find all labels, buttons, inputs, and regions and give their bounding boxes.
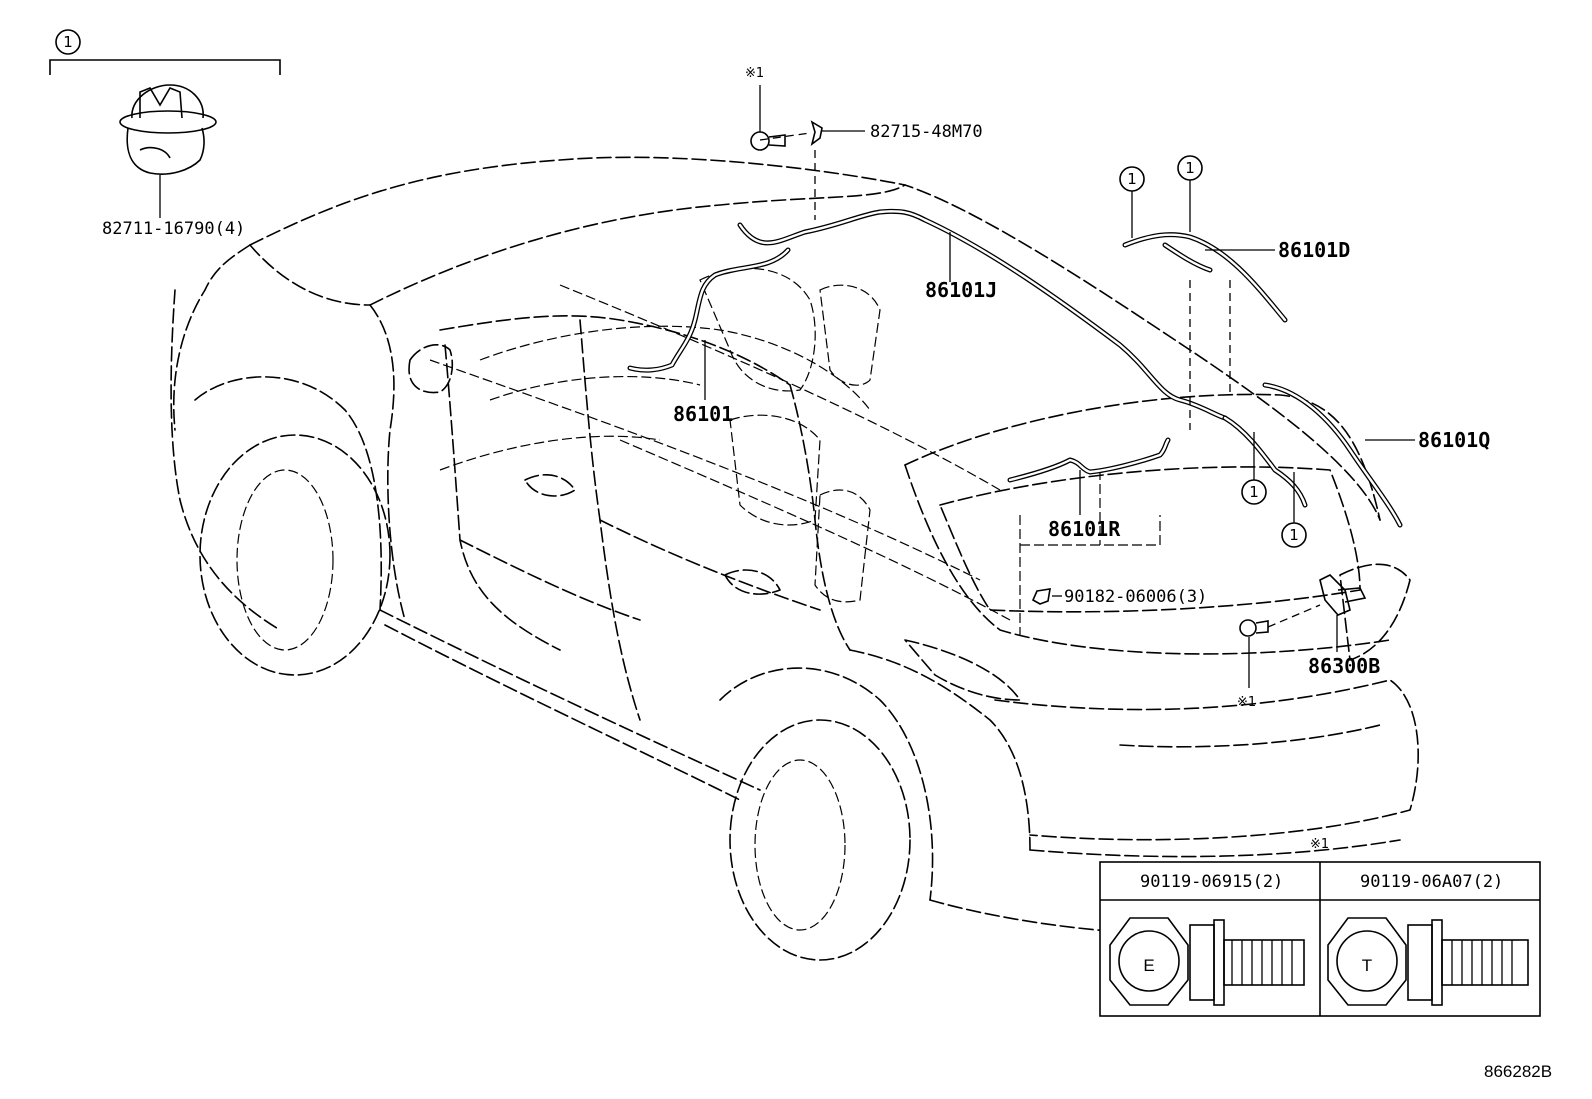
bracket-part bbox=[759, 120, 823, 220]
svg-text:1: 1 bbox=[1249, 483, 1259, 501]
bolt-t-mark: T bbox=[1362, 956, 1372, 975]
nut-icon bbox=[1031, 588, 1051, 605]
harness-86101D bbox=[1122, 232, 1288, 323]
bolt-t-icon: T bbox=[1327, 917, 1529, 1006]
wire-86101Q-label: 86101Q bbox=[1418, 428, 1490, 452]
antenna-amplifier-icon bbox=[1319, 574, 1367, 616]
svg-text:1: 1 bbox=[1185, 159, 1195, 177]
bolt-table-part-1: 90119-06915(2) bbox=[1140, 872, 1283, 892]
note-mark-top: ※1 bbox=[745, 66, 764, 81]
bolt-e-icon: E bbox=[1109, 917, 1305, 1006]
nut-part-number: 90182-06006(3) bbox=[1064, 587, 1207, 607]
bolt-table-part-2: 90119-06A07(2) bbox=[1360, 872, 1503, 892]
bolt-table: ※1 90119-06915(2) 90119-06A07(2) E T bbox=[1099, 837, 1541, 1017]
callout-d-1: 1 bbox=[1119, 166, 1145, 238]
callout-rear-1: 1 bbox=[1241, 432, 1267, 505]
diagram-code: 866282B bbox=[1484, 1062, 1552, 1081]
harness-86101 bbox=[627, 208, 1228, 421]
callout-d-2: 1 bbox=[1177, 155, 1203, 232]
callout-rear-2: 1 bbox=[1281, 472, 1307, 548]
bolt-icon bbox=[750, 131, 786, 151]
wire-86101J-label: 86101J bbox=[925, 278, 997, 302]
note-mark-rear: ※1 bbox=[1237, 695, 1256, 710]
wire-86101R-label: 86101R bbox=[1048, 517, 1121, 541]
vehicle-outline bbox=[170, 156, 1421, 961]
callout-group-1: 1 bbox=[49, 29, 281, 75]
bolt-rear-icon bbox=[1239, 604, 1321, 637]
wire-86101D-label: 86101D bbox=[1278, 238, 1350, 262]
callout-number: 1 bbox=[63, 33, 73, 51]
svg-text:1: 1 bbox=[1127, 170, 1137, 188]
wire-d-dash-guides bbox=[1189, 280, 1231, 430]
bolt-table-note-mark: ※1 bbox=[1310, 837, 1329, 852]
clip-part-icon bbox=[119, 84, 217, 175]
clip-part-number: 82711-16790(4) bbox=[102, 219, 245, 239]
harness-86101Q bbox=[1222, 382, 1403, 528]
antenna-part-number: 86300B bbox=[1308, 654, 1380, 678]
bracket-part-number: 82715-48M70 bbox=[870, 122, 983, 142]
harness-86101R bbox=[1007, 437, 1171, 483]
wire-86101-label: 86101 bbox=[673, 402, 733, 426]
bolt-e-mark: E bbox=[1143, 956, 1154, 975]
svg-text:1: 1 bbox=[1289, 526, 1299, 544]
